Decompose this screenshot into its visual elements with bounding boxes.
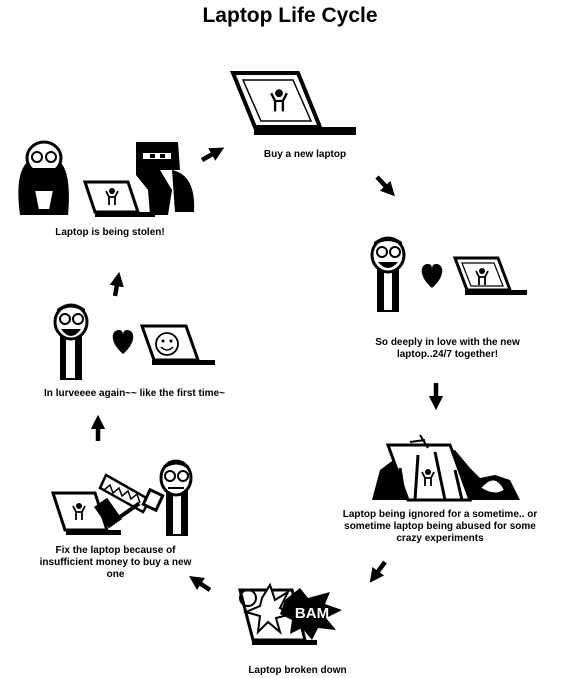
fixing-laptop-icon — [50, 459, 193, 536]
caption-fix-laptop: Fix the laptop because of insufficient m… — [39, 545, 192, 580]
caption-in-love-again: In lurveeee again~~ like the first time~ — [44, 388, 225, 399]
arrow-stolen-to-buy — [200, 147, 225, 162]
caption-ignored-abused: Laptop being ignored for a sometime.. or… — [342, 509, 538, 544]
caption-buy-new-laptop: Buy a new laptop — [263, 149, 347, 160]
in-love-again-icon — [53, 303, 215, 380]
in-love-with-laptop-icon — [370, 236, 527, 312]
bam-text: BAM — [295, 605, 329, 622]
arrow-broken-to-fix — [189, 576, 212, 592]
thief-stealing-laptop-icon — [18, 140, 195, 217]
caption-being-stolen: Laptop is being stolen! — [55, 227, 165, 238]
arrow-buy-to-love — [375, 175, 395, 197]
arrow-ignored-to-broken — [369, 560, 387, 583]
new-laptop-icon — [230, 71, 356, 135]
caption-broken-down: Laptop broken down — [248, 665, 347, 676]
page-title: Laptop Life Cycle — [202, 4, 378, 27]
smiley-icon — [155, 332, 179, 356]
arrow-love-again-to-stolen — [109, 271, 124, 297]
abused-laptop-icon — [372, 434, 520, 502]
caption-in-love: So deeply in love with the new laptop..2… — [375, 337, 520, 360]
cycle-arrows — [90, 147, 444, 592]
broken-laptop-icon: BAM — [238, 582, 342, 645]
